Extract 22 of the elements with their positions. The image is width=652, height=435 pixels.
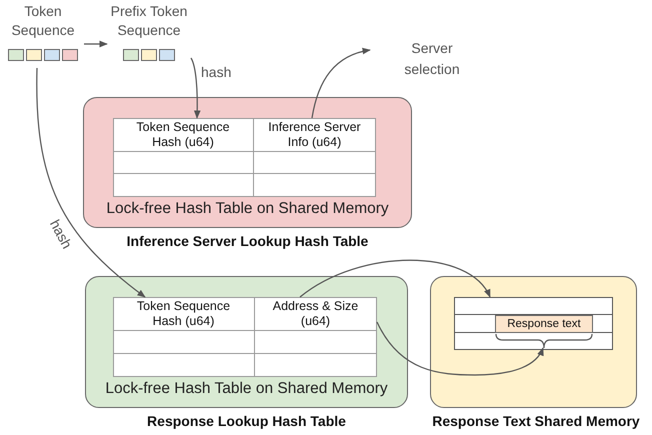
curly-brace — [495, 334, 593, 349]
arrow — [84, 40, 108, 48]
text-label: Server selection — [403, 39, 461, 79]
arrow — [190, 58, 201, 119]
sequence-label: Token Sequence — [10, 2, 76, 40]
sequence-label: Prefix Token Sequence — [110, 2, 188, 40]
panel-title: Response Text Shared Memory — [431, 413, 641, 429]
column-header: Token Sequence Hash (u64) — [135, 120, 231, 150]
panel-title: Response Lookup Hash Table — [146, 413, 347, 429]
arrow — [36, 68, 146, 298]
arrow — [376, 322, 544, 376]
response-block: Response text — [495, 315, 593, 333]
arrow — [311, 48, 371, 118]
panel-title: Inference Server Lookup Hash Table — [126, 233, 370, 249]
column-header: Address & Size (u64) — [272, 299, 360, 329]
panel-caption: Lock-free Hash Table on Shared Memory — [104, 380, 389, 398]
edge-label: hash — [200, 64, 232, 80]
arrow — [300, 260, 491, 298]
memory-table — [454, 297, 613, 350]
panel-caption: Lock-free Hash Table on Shared Memory — [105, 200, 390, 218]
column-header: Token Sequence Hash (u64) — [136, 299, 232, 329]
column-header: Inference Server Info (u64) — [267, 120, 362, 150]
